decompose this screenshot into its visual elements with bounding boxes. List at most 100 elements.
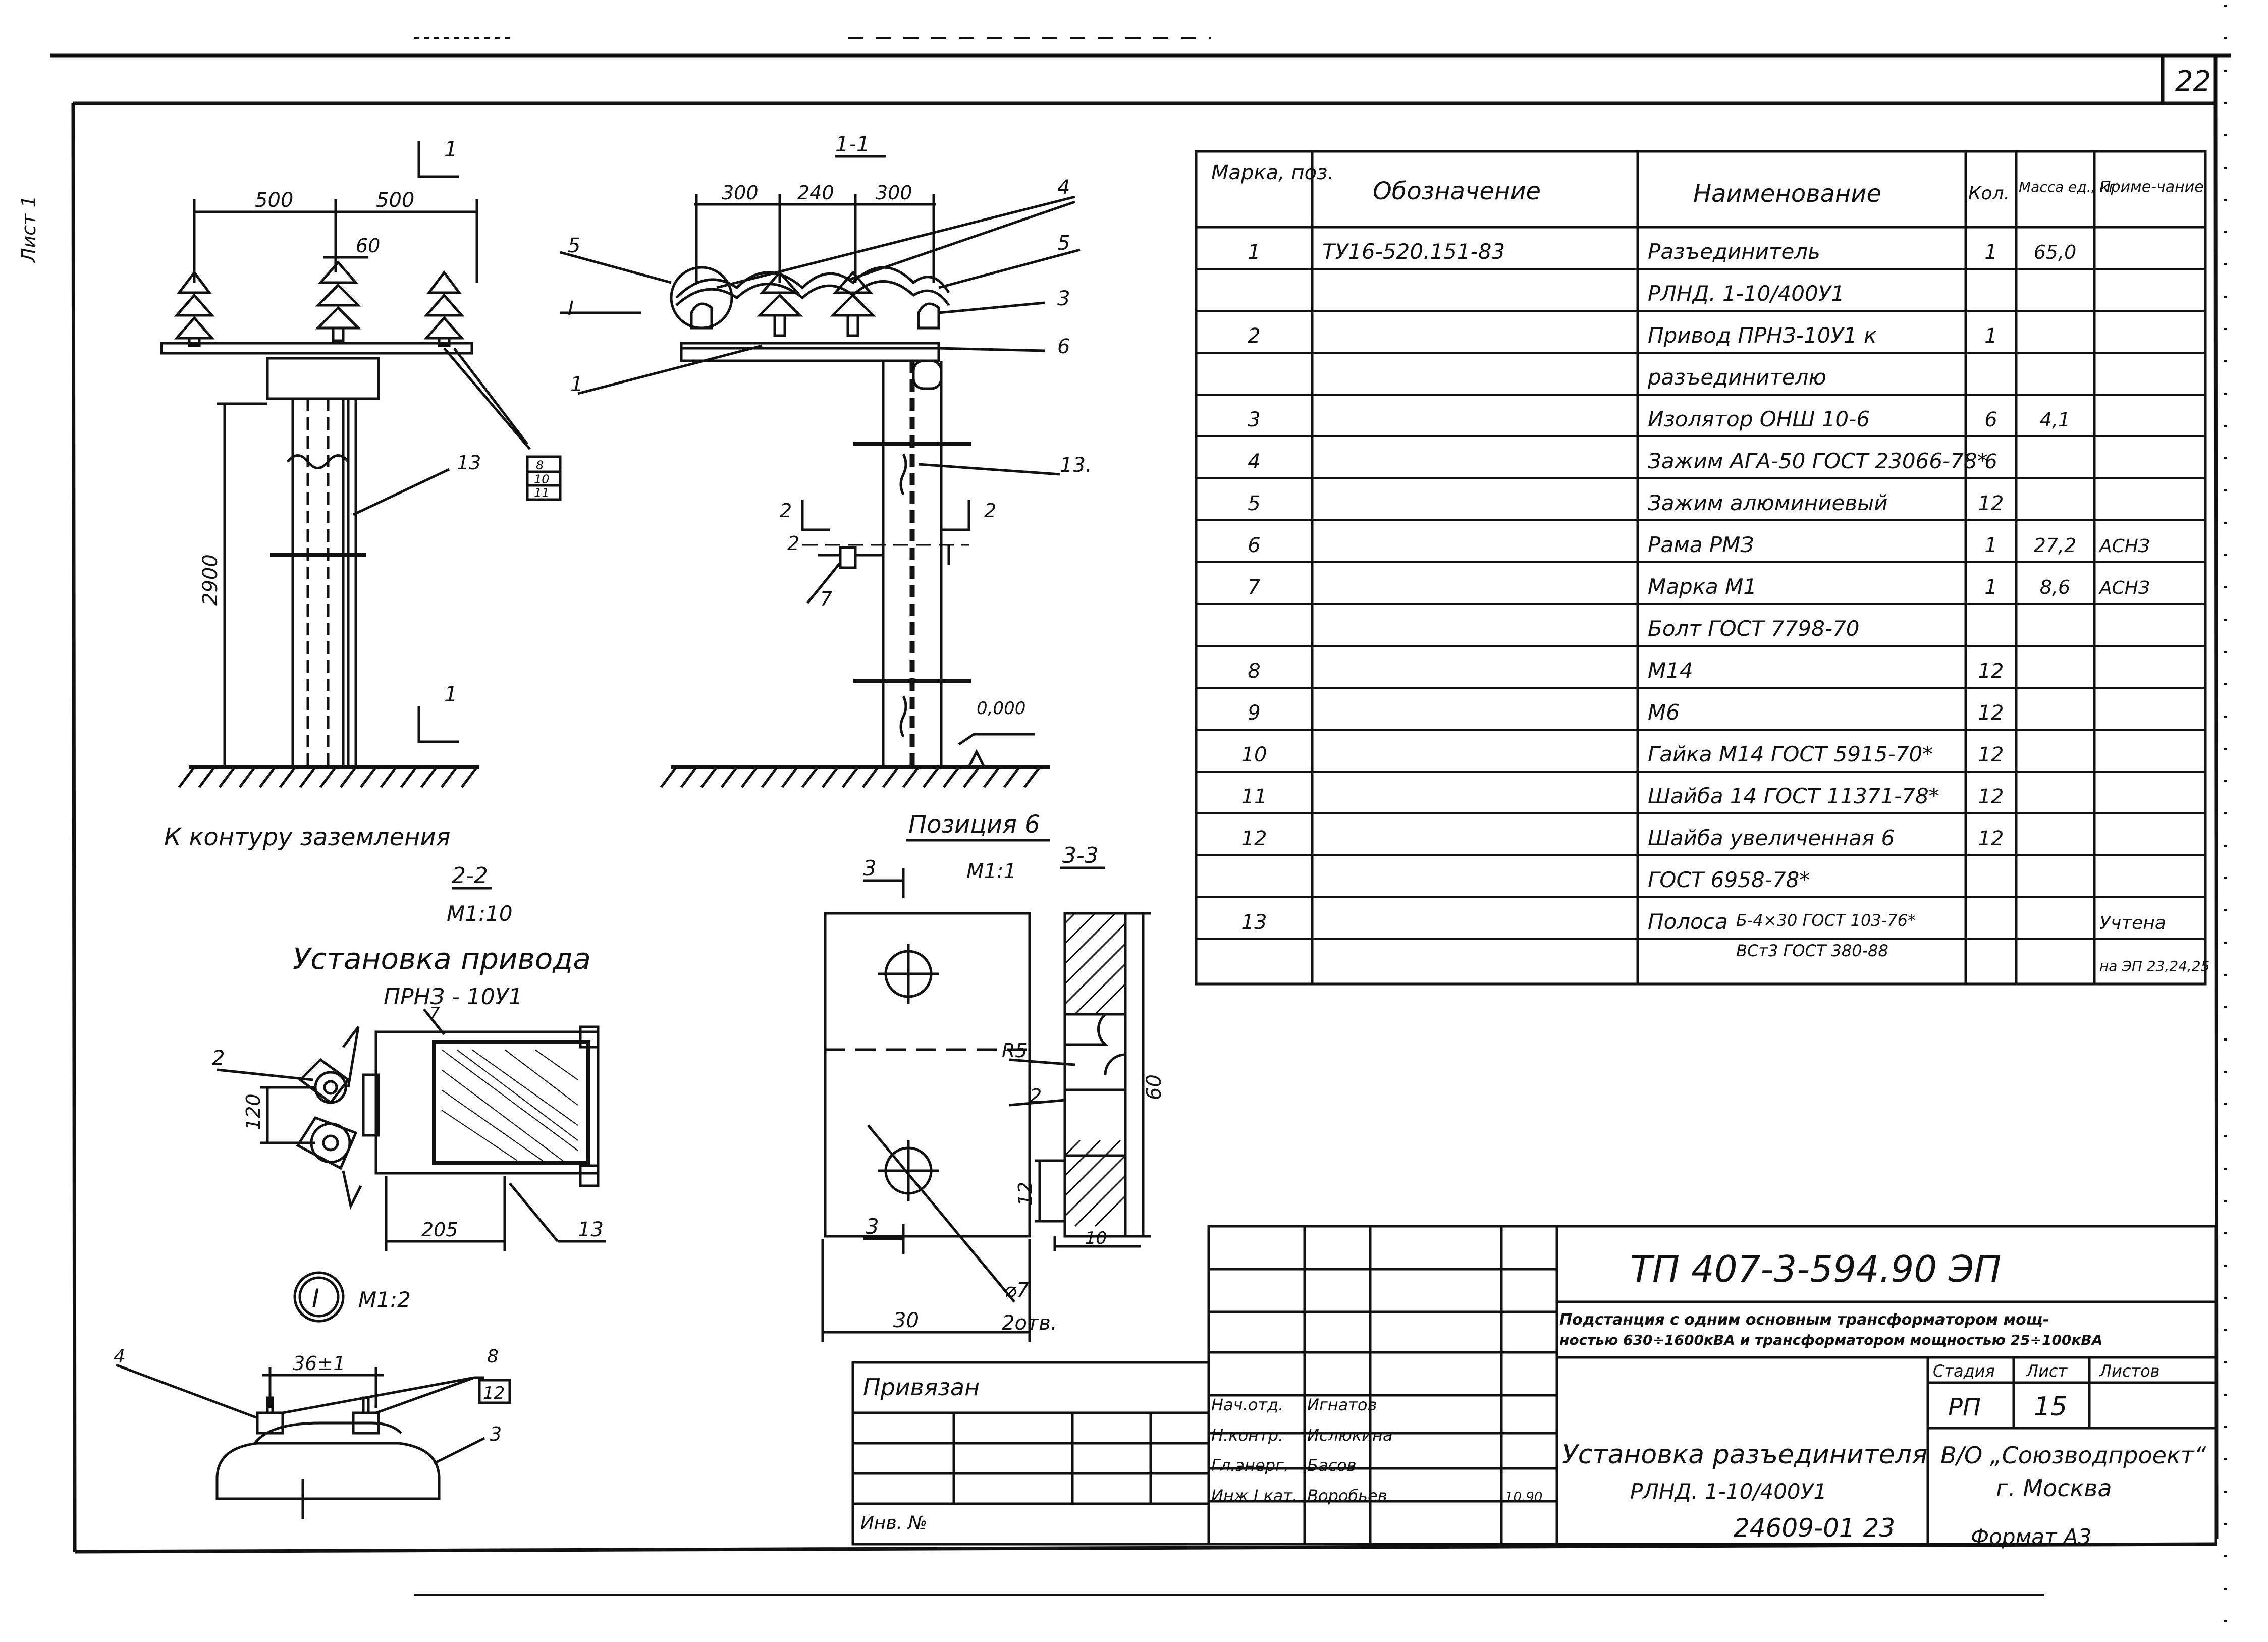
drive-callout-13: 13 bbox=[578, 1218, 604, 1241]
org-line-1: В/О „Союзводпроект“ bbox=[1940, 1442, 2206, 1469]
side-dim-300-left: 300 bbox=[722, 182, 759, 204]
table-cell: на ЭП 23,24,25 bbox=[2099, 958, 2210, 974]
side-level-0: 0,000 bbox=[977, 698, 1025, 719]
table-cell: 27,2 bbox=[2034, 534, 2077, 557]
table-cell: 11 bbox=[1241, 785, 1267, 808]
section-1-1-title: 1-1 bbox=[835, 132, 870, 156]
table-cell: 1 bbox=[1248, 241, 1260, 264]
signature-name: Воробьев bbox=[1307, 1486, 1387, 1505]
pos6-dim-R5: R5 bbox=[1002, 1039, 1028, 1062]
table-header-mark: Марка, поз. bbox=[1211, 161, 1334, 184]
detail-I-callout-8: 8 bbox=[487, 1346, 499, 1367]
table-cell: 65,0 bbox=[2034, 241, 2077, 263]
table-cell: 1 bbox=[1984, 534, 1997, 557]
format-label: Формат А3 bbox=[1971, 1524, 2091, 1549]
side-callout-7: 7 bbox=[820, 588, 832, 610]
table-cell: АСНЗ bbox=[2098, 578, 2150, 598]
signature-date: 10.90 bbox=[1505, 1490, 1542, 1505]
side-callout-4: 4 bbox=[1057, 176, 1070, 199]
detail-I-dim: 36±1 bbox=[293, 1352, 345, 1375]
side-callout-1: 1 bbox=[570, 373, 583, 396]
front-section-mark-top: 1 bbox=[444, 137, 458, 161]
table-cell: М6 bbox=[1648, 700, 1680, 725]
side-label: Лист 1 bbox=[18, 195, 40, 263]
signature-role: Инж I кат. bbox=[1211, 1486, 1298, 1505]
side-view bbox=[560, 155, 1081, 788]
signature-rows: Нач.отд.ИгнатовН.контр.ИслюкинаГл.энерг.… bbox=[1211, 1395, 1542, 1505]
table-cell: 4,1 bbox=[2040, 409, 2070, 431]
sheet-header: Лист bbox=[2026, 1361, 2068, 1381]
front-dim-2900: 2900 bbox=[199, 554, 222, 606]
signature-role: Нач.отд. bbox=[1211, 1395, 1283, 1414]
side-callout-5-left: 5 bbox=[568, 234, 580, 257]
signature-name: Игнатов bbox=[1307, 1395, 1377, 1414]
stage-header: Стадия bbox=[1933, 1361, 1995, 1381]
table-cell: 10 bbox=[1241, 743, 1267, 767]
table-cell: Зажим алюминиевый bbox=[1648, 490, 1888, 515]
front-callout-10: 10 bbox=[534, 472, 550, 486]
section-3-3-title: 3-3 bbox=[1062, 843, 1099, 868]
table-cell: 6 bbox=[1248, 534, 1260, 557]
front-section-mark-bottom: 1 bbox=[444, 682, 458, 706]
title-subtitle-2: ностью 630÷1600кВА и трансформатором мощ… bbox=[1559, 1332, 2102, 1348]
table-cell: 12 bbox=[1978, 701, 2004, 725]
sheet-number: 15 bbox=[2034, 1392, 2067, 1422]
table-cell: 8 bbox=[1248, 660, 1260, 683]
table-cell: 12 bbox=[1978, 785, 2004, 808]
table-cell: разъединителю bbox=[1647, 365, 1826, 390]
sheet-marks bbox=[414, 5, 2227, 1630]
table-cell: РЛНД. 1-10/400У1 bbox=[1648, 281, 1845, 306]
drive-title-2: ПРНЗ - 10У1 bbox=[384, 984, 523, 1010]
title-subtitle-1: Подстанция с одним основным трансформато… bbox=[1559, 1311, 2049, 1329]
table-cell: Марка М1 bbox=[1648, 574, 1757, 599]
detail-I-callout-3: 3 bbox=[490, 1423, 502, 1445]
position-6-mark-top: 3 bbox=[863, 856, 877, 881]
front-view bbox=[160, 141, 562, 788]
sheets-header: Листов bbox=[2099, 1361, 2160, 1381]
table-cell: 7 bbox=[1248, 576, 1261, 599]
table-cell: 1 bbox=[1984, 324, 1997, 348]
side-callout-13: 13. bbox=[1060, 454, 1092, 477]
position-6-scale: М1:1 bbox=[966, 860, 1016, 883]
bottom-code: 24609-01 23 bbox=[1734, 1513, 1895, 1543]
polosa-spec-2: ВСт3 ГОСТ 380-88 bbox=[1736, 941, 1888, 960]
table-cell: Болт ГОСТ 7798-70 bbox=[1648, 616, 1859, 641]
page-number: 22 bbox=[2175, 65, 2211, 98]
position-6 bbox=[821, 839, 1151, 1342]
signature-role: Гл.энерг. bbox=[1211, 1456, 1289, 1475]
table-header-qty: Кол. bbox=[1968, 183, 2010, 204]
front-callout-13: 13 bbox=[457, 452, 481, 474]
pos6-dim-hole: ⌀7 bbox=[1004, 1279, 1030, 1302]
side-dim-300-right: 300 bbox=[876, 182, 912, 204]
section-2-2-title: 2-2 bbox=[452, 863, 488, 889]
inv-label: Инв. № bbox=[860, 1513, 927, 1534]
side-callout-2: 2 bbox=[787, 532, 799, 555]
table-cell: Учтена bbox=[2099, 913, 2166, 934]
table-cell: 1 bbox=[1984, 241, 1997, 264]
table-cell: 12 bbox=[1978, 743, 2004, 767]
table-cell: 6 bbox=[1984, 450, 1997, 473]
position-6-title: Позиция 6 bbox=[908, 810, 1040, 839]
drive-dim-205: 205 bbox=[421, 1219, 458, 1241]
bound-label: Привязан bbox=[863, 1374, 980, 1401]
front-callout-8: 8 bbox=[536, 458, 544, 472]
table-cell: 3 bbox=[1248, 408, 1260, 431]
side-callout-6: 6 bbox=[1057, 335, 1070, 358]
drive-view bbox=[217, 887, 606, 1251]
table-cell: Зажим АГА-50 ГОСТ 23066-78* bbox=[1648, 449, 1988, 473]
front-dim-500-right: 500 bbox=[376, 189, 414, 212]
side-section-2-left: 2 bbox=[780, 500, 792, 522]
signature-name: Ислюкина bbox=[1307, 1426, 1393, 1445]
detail-I bbox=[116, 1271, 511, 1519]
side-callout-I: I bbox=[568, 297, 574, 320]
table-cell: Шайба увеличенная 6 bbox=[1648, 826, 1895, 850]
title-code: ТП 407-3-594.90 ЭП bbox=[1630, 1248, 2001, 1290]
table-cell: 5 bbox=[1248, 492, 1260, 515]
pos6-dim-holes: 2отв. bbox=[1002, 1311, 1057, 1335]
table-cell: Разъединитель bbox=[1648, 239, 1820, 264]
side-callout-3: 3 bbox=[1057, 287, 1070, 310]
position-6-mark-bottom: 3 bbox=[866, 1214, 879, 1239]
side-section-2-right: 2 bbox=[984, 500, 996, 522]
